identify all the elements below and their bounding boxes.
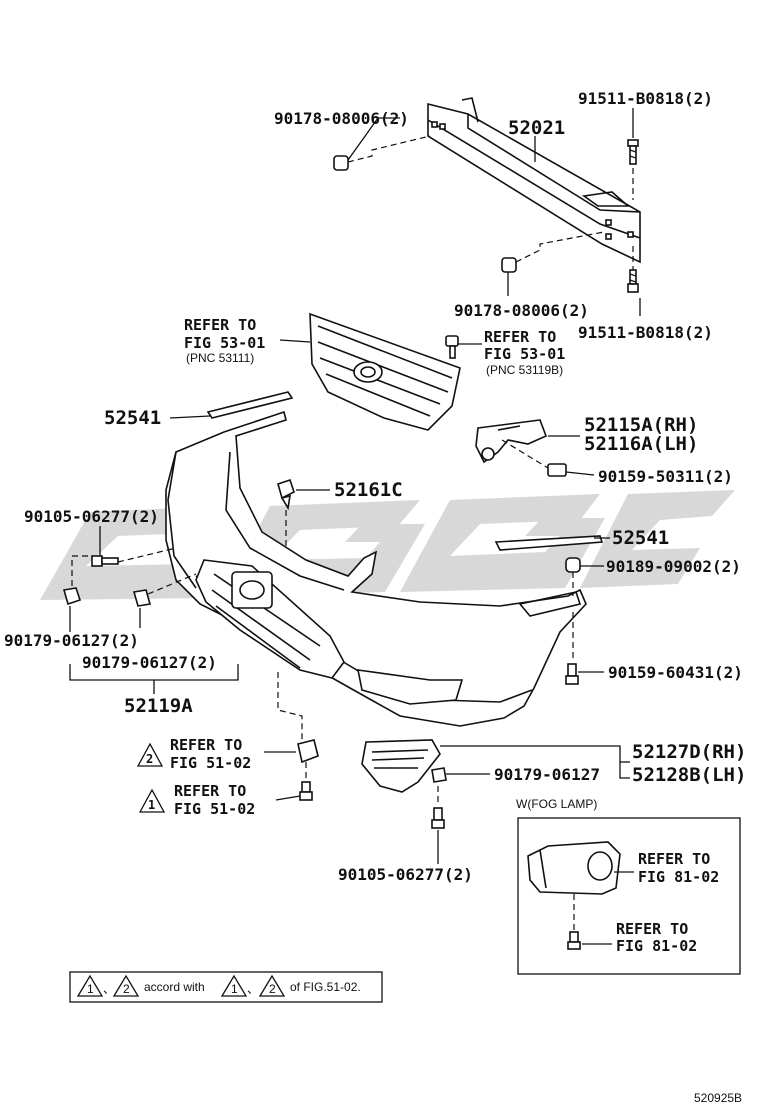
label-90178-bottom: 90178-08006(2) — [454, 301, 589, 320]
clip-fig51-upper — [277, 672, 319, 764]
label-52161c: 52161C — [334, 479, 403, 501]
label-ref-a-2: FIG 51-02 — [170, 754, 251, 772]
triangle-2-number: 2 — [146, 752, 153, 766]
label-ref-a-1: REFER TO — [170, 736, 242, 754]
nut-90189 — [565, 557, 581, 596]
radiator-grille — [309, 312, 461, 431]
bolt-90159-60431 — [565, 612, 579, 685]
molding-52541-left — [206, 391, 294, 419]
bolt-91511-top — [627, 139, 639, 200]
label-91511-top: 91511-B0818(2) — [578, 89, 713, 108]
emblem-clip — [445, 335, 459, 359]
label-91511-bottom: 91511-B0818(2) — [578, 323, 713, 342]
label-grille-ref-2: FIG 53-01 — [184, 334, 265, 352]
legend-marker-2: 2 — [123, 982, 130, 996]
label-fog-ref2-2: FIG 81-02 — [616, 937, 697, 955]
label-90159-50311: 90159-50311(2) — [598, 467, 733, 486]
label-fog-ref2-1: REFER TO — [616, 920, 688, 938]
label-ref-b-2: FIG 51-02 — [174, 800, 255, 818]
nut-90178-bottom — [501, 231, 605, 273]
clip-fig51-lower — [299, 762, 313, 801]
label-52541-left: 52541 — [104, 407, 161, 429]
label-52115a: 52115A(RH) — [584, 414, 698, 436]
clip-90179-b — [132, 573, 197, 607]
legend-separator-2: 、 — [247, 982, 259, 996]
screw-90105-bottom — [431, 786, 445, 829]
label-52021: 52021 — [508, 117, 565, 139]
warning-triangle-2-icon — [136, 742, 164, 767]
label-52541-right: 52541 — [612, 527, 669, 549]
label-90105-left: 90105-06277(2) — [24, 507, 159, 526]
label-90179-single: 90179-06127 — [494, 765, 600, 784]
diagram-code: 520925B — [694, 1091, 742, 1105]
label-90159-60431: 90159-60431(2) — [608, 663, 743, 682]
warning-triangle-1-icon — [138, 788, 166, 813]
label-90179-a: 90179-06127(2) — [4, 631, 139, 650]
legend-separator-1: 、 — [103, 982, 115, 996]
label-52128b: 52128B(LH) — [632, 764, 746, 786]
fog-lamp-cover — [361, 739, 441, 793]
label-emblem-ref-2: FIG 53-01 — [484, 345, 565, 363]
clip-90179-a — [62, 555, 92, 606]
label-90179-b: 90179-06127(2) — [82, 653, 217, 672]
label-fog-ref1-1: REFER TO — [638, 850, 710, 868]
triangle-1-number: 1 — [148, 798, 155, 812]
label-fog-ref1-2: FIG 81-02 — [638, 868, 719, 886]
fog-lamp-box-title: W(FOG LAMP) — [516, 797, 597, 811]
bumper-retainer-52115 — [475, 419, 548, 464]
fog-lamp-box — [517, 817, 741, 975]
label-90105-bottom: 90105-06277(2) — [338, 865, 473, 884]
label-52127d: 52127D(RH) — [632, 741, 746, 763]
label-emblem-ref-1: REFER TO — [484, 328, 556, 346]
legend-box — [69, 971, 383, 1003]
molding-52541-right — [494, 535, 604, 551]
bolt-91511-bottom — [627, 246, 639, 293]
legend-of-text: of FIG.51-02. — [290, 980, 361, 994]
label-52116a: 52116A(LH) — [584, 433, 698, 455]
label-grille-ref-3: (PNC 53111) — [186, 351, 254, 365]
bolt-90159-50311 — [501, 439, 567, 477]
legend-marker-2b: 2 — [269, 982, 276, 996]
label-grille-ref-1: REFER TO — [184, 316, 256, 334]
screw-90105-left — [91, 547, 177, 567]
label-emblem-ref-3: (PNC 53119B) — [486, 363, 563, 377]
bumper-cover — [165, 410, 587, 727]
label-90178-top: 90178-08006(2) — [274, 109, 409, 128]
legend-accord-text: accord with — [144, 980, 205, 994]
nut-90178-top — [333, 135, 431, 171]
label-52119a: 52119A — [124, 695, 193, 717]
label-ref-b-1: REFER TO — [174, 782, 246, 800]
bumper-reinforcement — [427, 97, 641, 264]
retainer-52161c — [277, 478, 295, 548]
legend-marker-1b: 1 — [231, 982, 238, 996]
legend-marker-1: 1 — [87, 982, 94, 996]
leader-lines — [69, 108, 641, 945]
label-90189: 90189-09002(2) — [606, 557, 741, 576]
clip-90179-single — [431, 767, 447, 783]
